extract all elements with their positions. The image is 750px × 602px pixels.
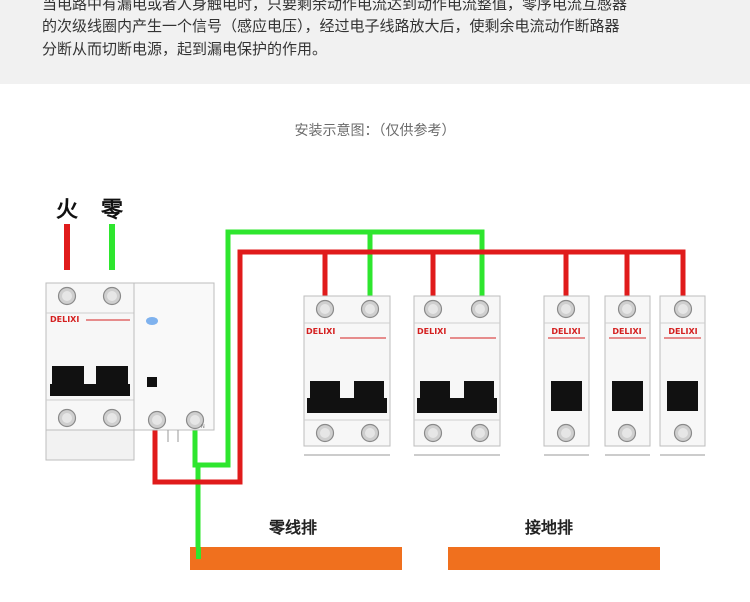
neutral-busbar (190, 547, 402, 570)
test-button (147, 377, 157, 387)
intro-line-2: 的次级线圈内产生一个信号（感应电压），经过电子线路放大后，使剩余电流动作断路器 (42, 17, 620, 35)
live-label: 火 (56, 198, 78, 223)
intro-panel: 当电路中有漏电或者人身触电时，只要剩余动作电流达到动作电流整值，零序电流互感器 … (0, 0, 750, 84)
neutral-bar-label: 零线排 (268, 518, 317, 537)
intro-line-3: 分断从而切断电源，起到漏电保护的作用。 (42, 40, 328, 58)
breaker-brand: DELIXI (668, 327, 697, 336)
ground-bar-label: 接地排 (525, 518, 573, 537)
branch-breaker-2p-2: DELIXI (413, 295, 501, 456)
intro-line-1: 当电路中有漏电或者人身触电时，只要剩余动作电流达到动作电流整值，零序电流互感器 (42, 0, 628, 13)
branch-breaker-1p-3: DELIXI (659, 295, 706, 456)
breaker-brand: DELIXI (306, 327, 335, 336)
branch-breaker-2p-1: DELIXI (303, 295, 391, 456)
breaker-brand: DELIXI (417, 327, 446, 336)
diagram-caption: 安装示意图：（仅供参考） (294, 123, 456, 139)
indicator-light (146, 317, 158, 325)
incoming-neutral-wire (109, 224, 115, 270)
breaker-brand: DELIXI (612, 327, 641, 336)
branch-breaker-1p-2: DELIXI (604, 295, 651, 456)
leakage-module: N (133, 282, 215, 442)
neutral-label: 零 (100, 198, 124, 223)
main-breaker-brand: DELIXI (50, 315, 79, 324)
rcd-terminal-n-mark: N (201, 424, 205, 430)
breaker-brand: DELIXI (551, 327, 580, 336)
neutral-busbar-connection (196, 547, 201, 559)
incoming-live-wire (64, 224, 70, 270)
ground-busbar (448, 547, 660, 570)
main-rcd-breaker: DELIXI (45, 282, 135, 461)
branch-breaker-1p-1: DELIXI (543, 295, 590, 456)
